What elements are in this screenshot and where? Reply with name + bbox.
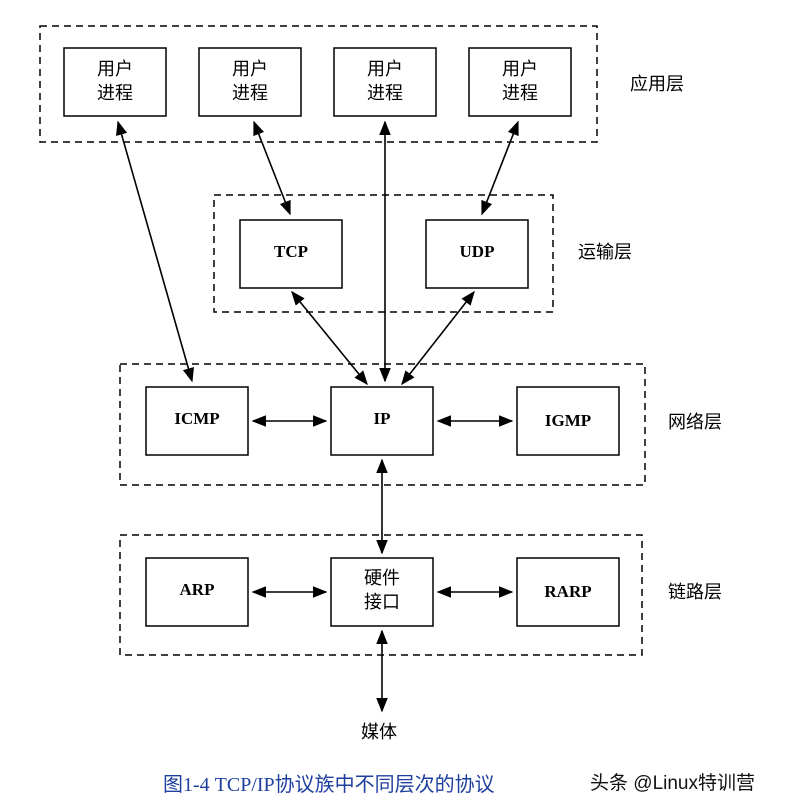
arrow-user2-tcp (253, 120, 291, 216)
ip-box (330, 386, 434, 456)
user-process-box-4 (468, 47, 572, 117)
watermark: 头条 @Linux特训营 (590, 773, 755, 794)
user-process-label-1: 用户进程 (97, 59, 133, 104)
figure-caption: 图1-4 TCP/IP协议族中不同层次的协议 (163, 774, 495, 796)
igmp-label: IGMP (544, 411, 592, 430)
hw-interface-label: 硬件接口 (364, 568, 400, 613)
user-process-label-3: 用户进程 (367, 59, 403, 104)
icmp-label: ICMP (174, 409, 220, 428)
rarp-box (516, 557, 620, 627)
application-layer-label: 应用层 (630, 74, 684, 95)
udp-label: UDP (459, 242, 495, 261)
arrow-user1-icmp (116, 120, 194, 383)
network-layer-label: 网络层 (668, 412, 722, 433)
transport-layer-label: 运输层 (578, 242, 632, 263)
arp-box (145, 557, 249, 627)
user-process-label-2: 用户进程 (232, 59, 268, 104)
igmp-box (516, 386, 620, 456)
hw-interface-box (330, 557, 434, 627)
user-process-label-4: 用户进程 (502, 59, 538, 104)
link-layer-label: 链路层 (668, 582, 722, 603)
tcp-box (239, 219, 343, 289)
rarp-label: RARP (544, 582, 592, 601)
user-process-box-3 (333, 47, 437, 117)
arrow-user4-udp (481, 120, 519, 216)
ip-label: IP (373, 409, 391, 428)
icmp-box (145, 386, 249, 456)
arrow-udp-ip (401, 290, 475, 386)
udp-box (425, 219, 529, 289)
media-label: 媒体 (361, 722, 397, 743)
arrow-tcp-ip (291, 290, 368, 386)
user-process-box-2 (198, 47, 302, 117)
user-process-box-1 (63, 47, 167, 117)
arp-label: ARP (179, 580, 215, 599)
tcp-label: TCP (274, 242, 308, 261)
application-layer-frame (39, 25, 598, 143)
